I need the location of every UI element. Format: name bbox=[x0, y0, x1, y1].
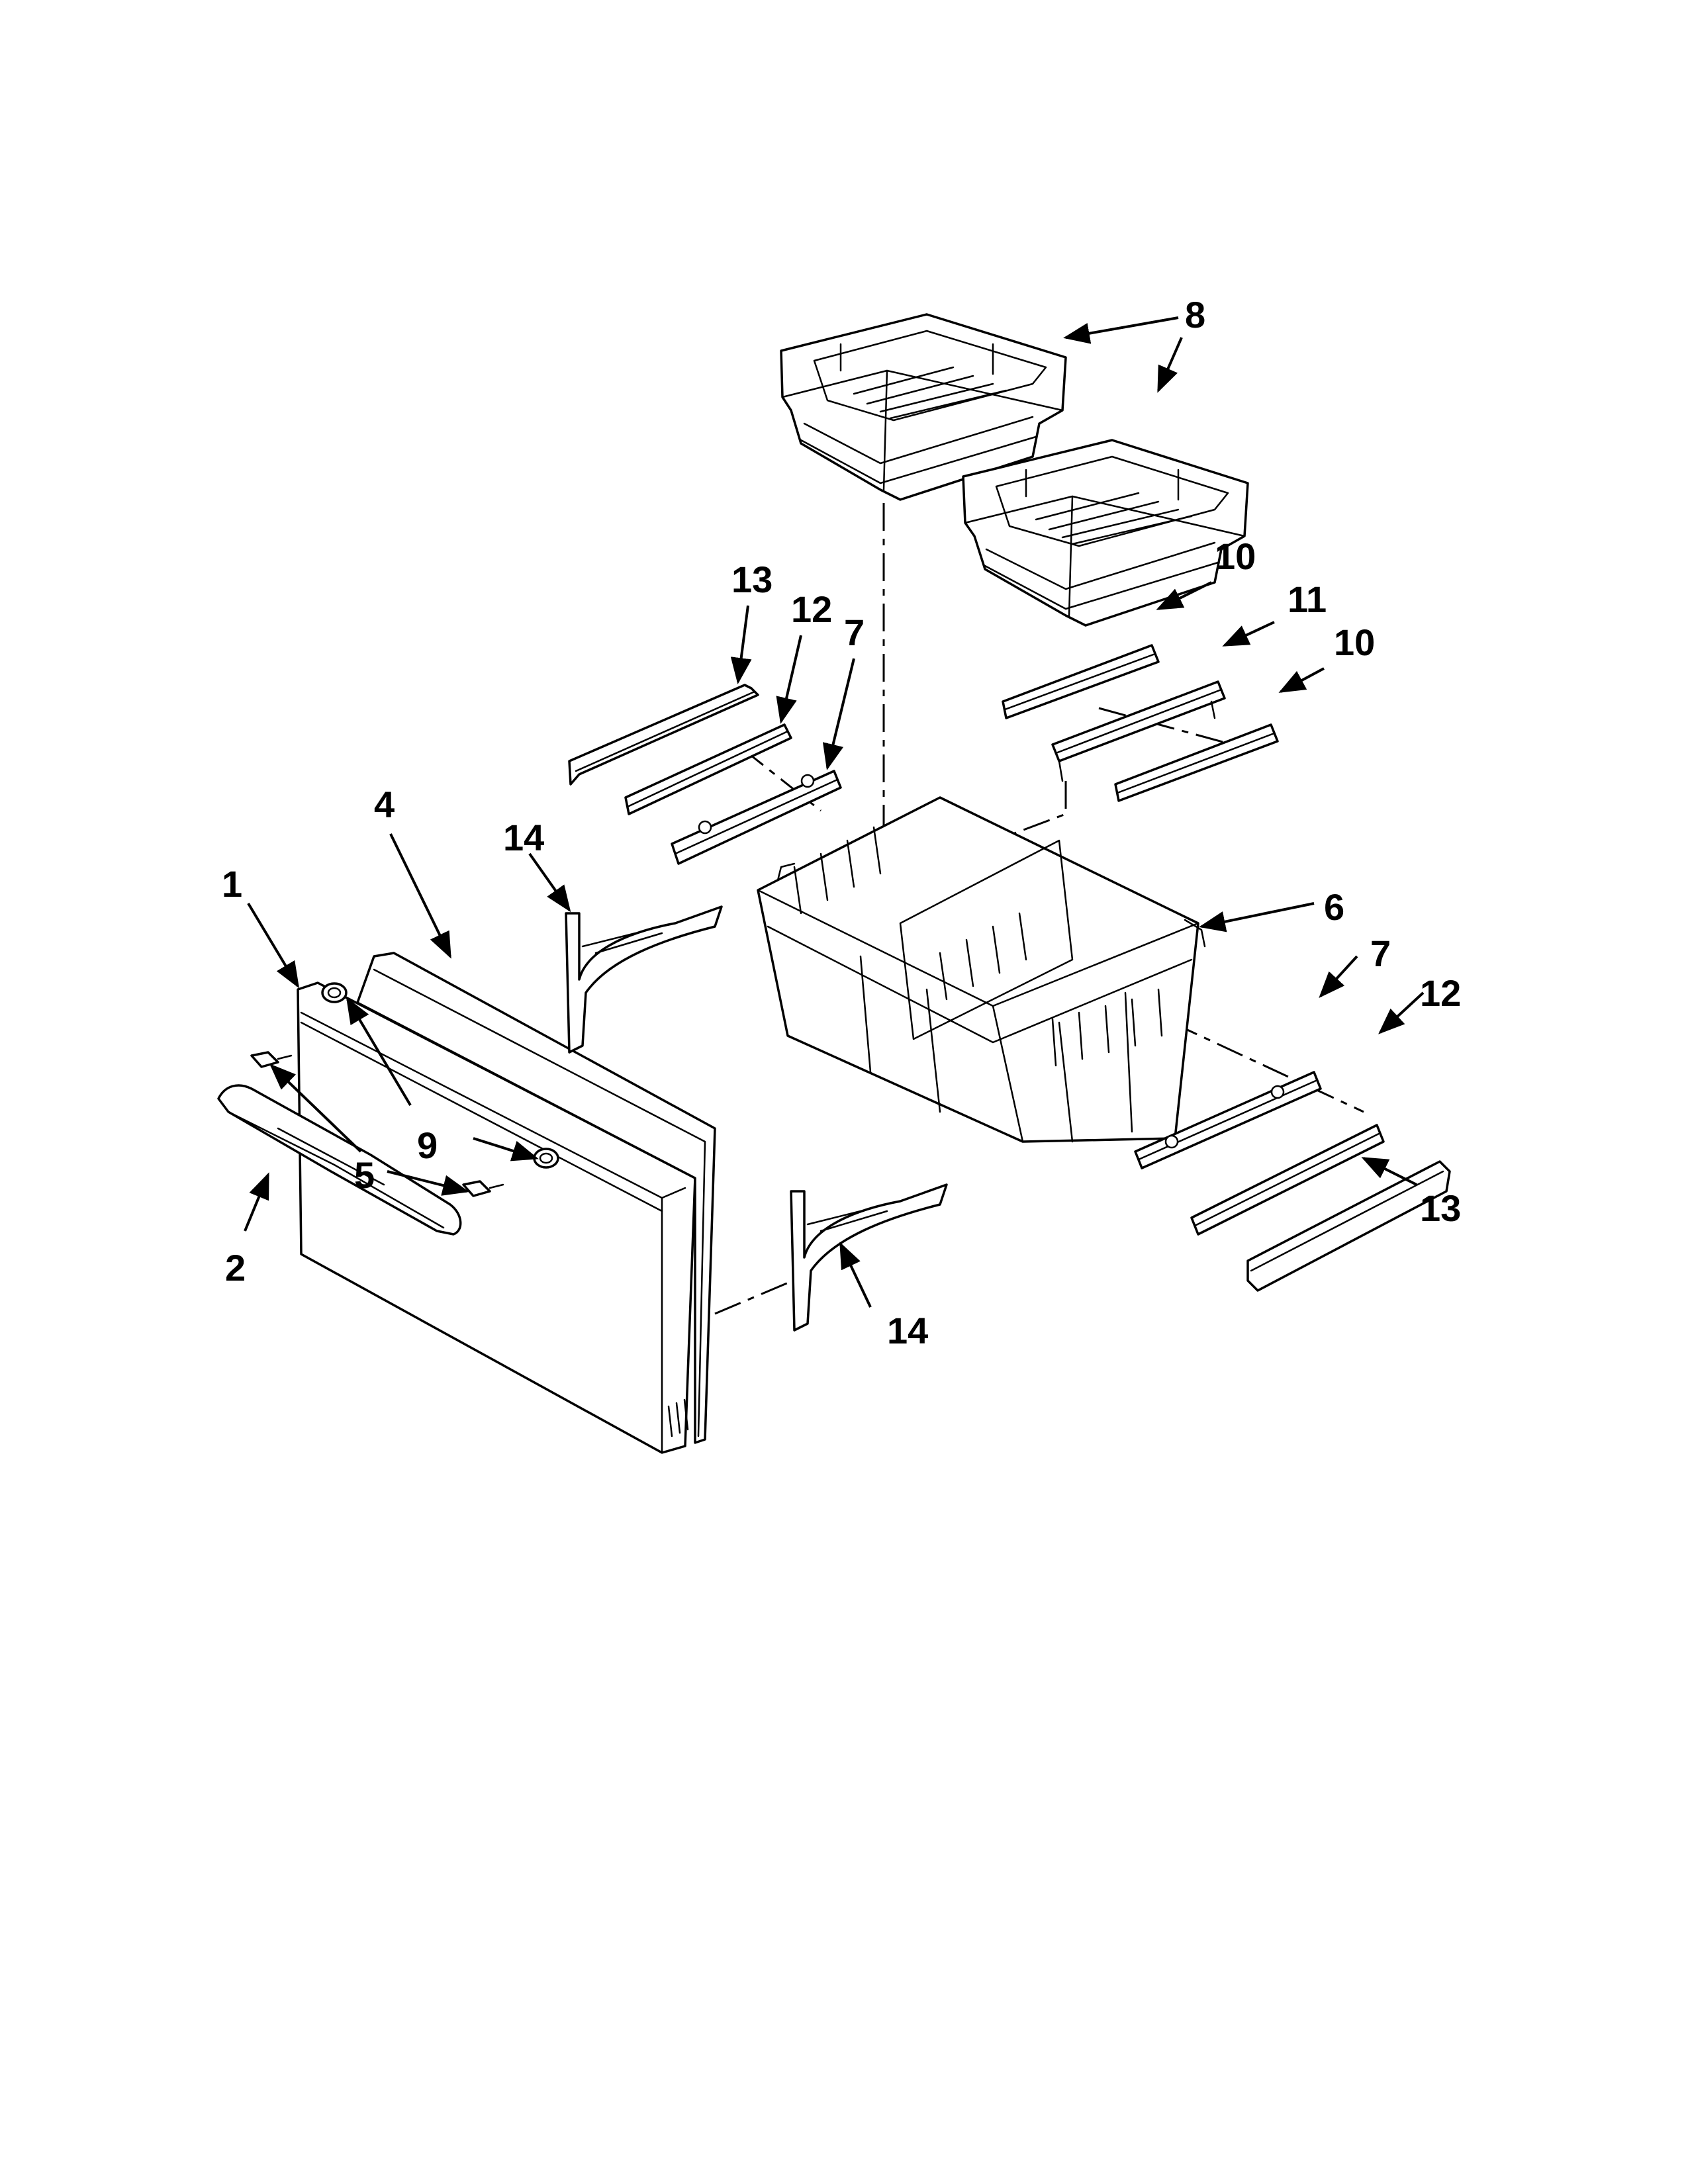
rail-13-right bbox=[1246, 1160, 1451, 1292]
rail-11 bbox=[1051, 680, 1226, 782]
callout-labels: 1 2 4 5 9 14 14 13 12 7 8 10 11 10 6 7 1… bbox=[222, 294, 1461, 1351]
leader-arrows bbox=[244, 316, 1425, 1308]
rail-12-left bbox=[624, 723, 792, 815]
callout-2: 2 bbox=[225, 1247, 246, 1289]
callout-7-left: 7 bbox=[844, 612, 865, 653]
callout-9: 9 bbox=[417, 1124, 438, 1166]
callout-13-right: 13 bbox=[1420, 1187, 1461, 1229]
rail-7-left bbox=[671, 770, 842, 865]
callout-10-upper: 10 bbox=[1215, 535, 1256, 577]
rail-10-lower bbox=[1114, 723, 1279, 802]
callout-4: 4 bbox=[374, 784, 395, 825]
rail-12-right bbox=[1190, 1124, 1385, 1236]
callout-1: 1 bbox=[222, 863, 242, 905]
handle-screw-5-lower bbox=[462, 1180, 504, 1197]
callout-6: 6 bbox=[1324, 886, 1344, 928]
callout-14-lower: 14 bbox=[887, 1310, 928, 1351]
rail-13-left bbox=[568, 684, 759, 786]
handle-mount-9-upper bbox=[321, 982, 348, 1003]
crisper-drawer-left bbox=[780, 313, 1067, 501]
rail-10-upper bbox=[1002, 644, 1160, 719]
callout-12-right: 12 bbox=[1420, 972, 1461, 1014]
crisper-drawer-right bbox=[962, 439, 1249, 627]
handle-screw-5-upper bbox=[250, 1051, 293, 1068]
rail-7-right bbox=[1134, 1071, 1322, 1169]
handle-mount-9-lower bbox=[533, 1148, 559, 1169]
callout-11: 11 bbox=[1288, 578, 1327, 620]
callout-10-lower: 10 bbox=[1334, 621, 1375, 663]
callout-12-left: 12 bbox=[791, 588, 832, 630]
door-handle bbox=[217, 1084, 462, 1236]
drawer-bracket-lower bbox=[790, 1183, 948, 1332]
callout-7-right: 7 bbox=[1370, 933, 1391, 974]
door-gasket bbox=[356, 952, 716, 1444]
callout-8: 8 bbox=[1185, 294, 1205, 336]
drawer-bracket-upper bbox=[565, 905, 723, 1054]
freezer-door bbox=[297, 981, 696, 1454]
callout-5: 5 bbox=[354, 1154, 375, 1196]
callout-13-left: 13 bbox=[731, 559, 773, 600]
freezer-basket bbox=[757, 796, 1206, 1143]
callout-14-upper: 14 bbox=[503, 817, 544, 858]
